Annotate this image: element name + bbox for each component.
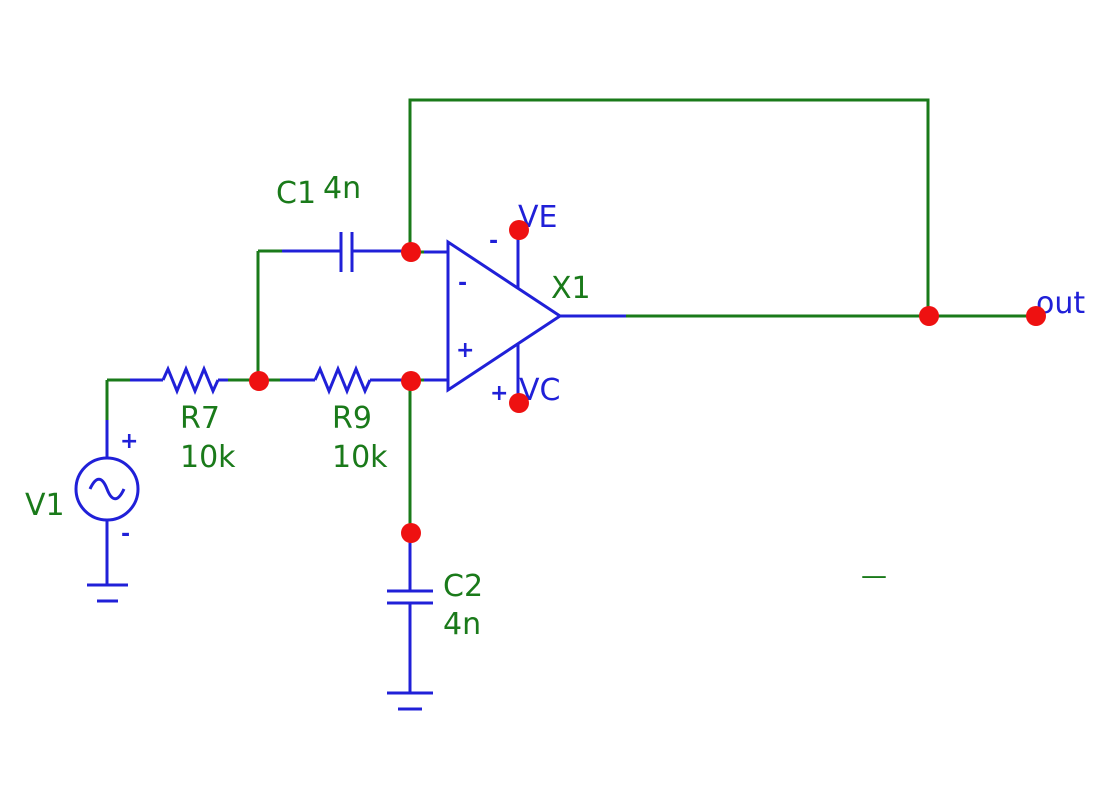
wire-feedback-loop[interactable] (408, 98, 930, 316)
node-noninverting-input[interactable] (401, 371, 421, 391)
v1-label: V1 (25, 488, 65, 523)
r9-value: 10k (332, 440, 388, 475)
node-out[interactable] (1026, 306, 1046, 326)
c1-value: 4n (323, 171, 361, 206)
c1-label: C1 (276, 176, 316, 211)
x1-label: X1 (551, 271, 591, 306)
opamp-x1[interactable] (424, 230, 626, 402)
v1-minus-sign: - (121, 522, 130, 547)
ve-polarity: - (489, 229, 498, 254)
node-ve[interactable] (509, 220, 529, 240)
voltage-source-v1[interactable] (74, 420, 140, 603)
node-inverting-input[interactable] (401, 242, 421, 262)
r7-value: 10k (180, 440, 236, 475)
node-c2-top[interactable] (401, 523, 421, 543)
node-vc[interactable] (509, 393, 529, 413)
opamp-inverting-sign: - (458, 271, 467, 296)
v1-plus-sign: + (120, 429, 138, 454)
c2-label: C2 (443, 569, 483, 604)
opamp-noninverting-sign: + (456, 338, 474, 363)
node-r7-r9[interactable] (249, 371, 269, 391)
sine-icon (88, 477, 126, 501)
r7-label: R7 (180, 401, 220, 436)
wires (105, 98, 1036, 532)
r9-label: R9 (332, 401, 372, 436)
vc-polarity: + (490, 381, 508, 406)
capacitor-c2[interactable] (387, 532, 433, 711)
node-feedback[interactable] (919, 306, 939, 326)
resistor-r7[interactable] (130, 365, 228, 395)
stray-dash: — (861, 561, 887, 591)
nodes (249, 220, 1046, 543)
capacitor-c1[interactable] (282, 232, 410, 272)
resistor-r9[interactable] (280, 365, 410, 395)
c2-value: 4n (443, 607, 481, 642)
